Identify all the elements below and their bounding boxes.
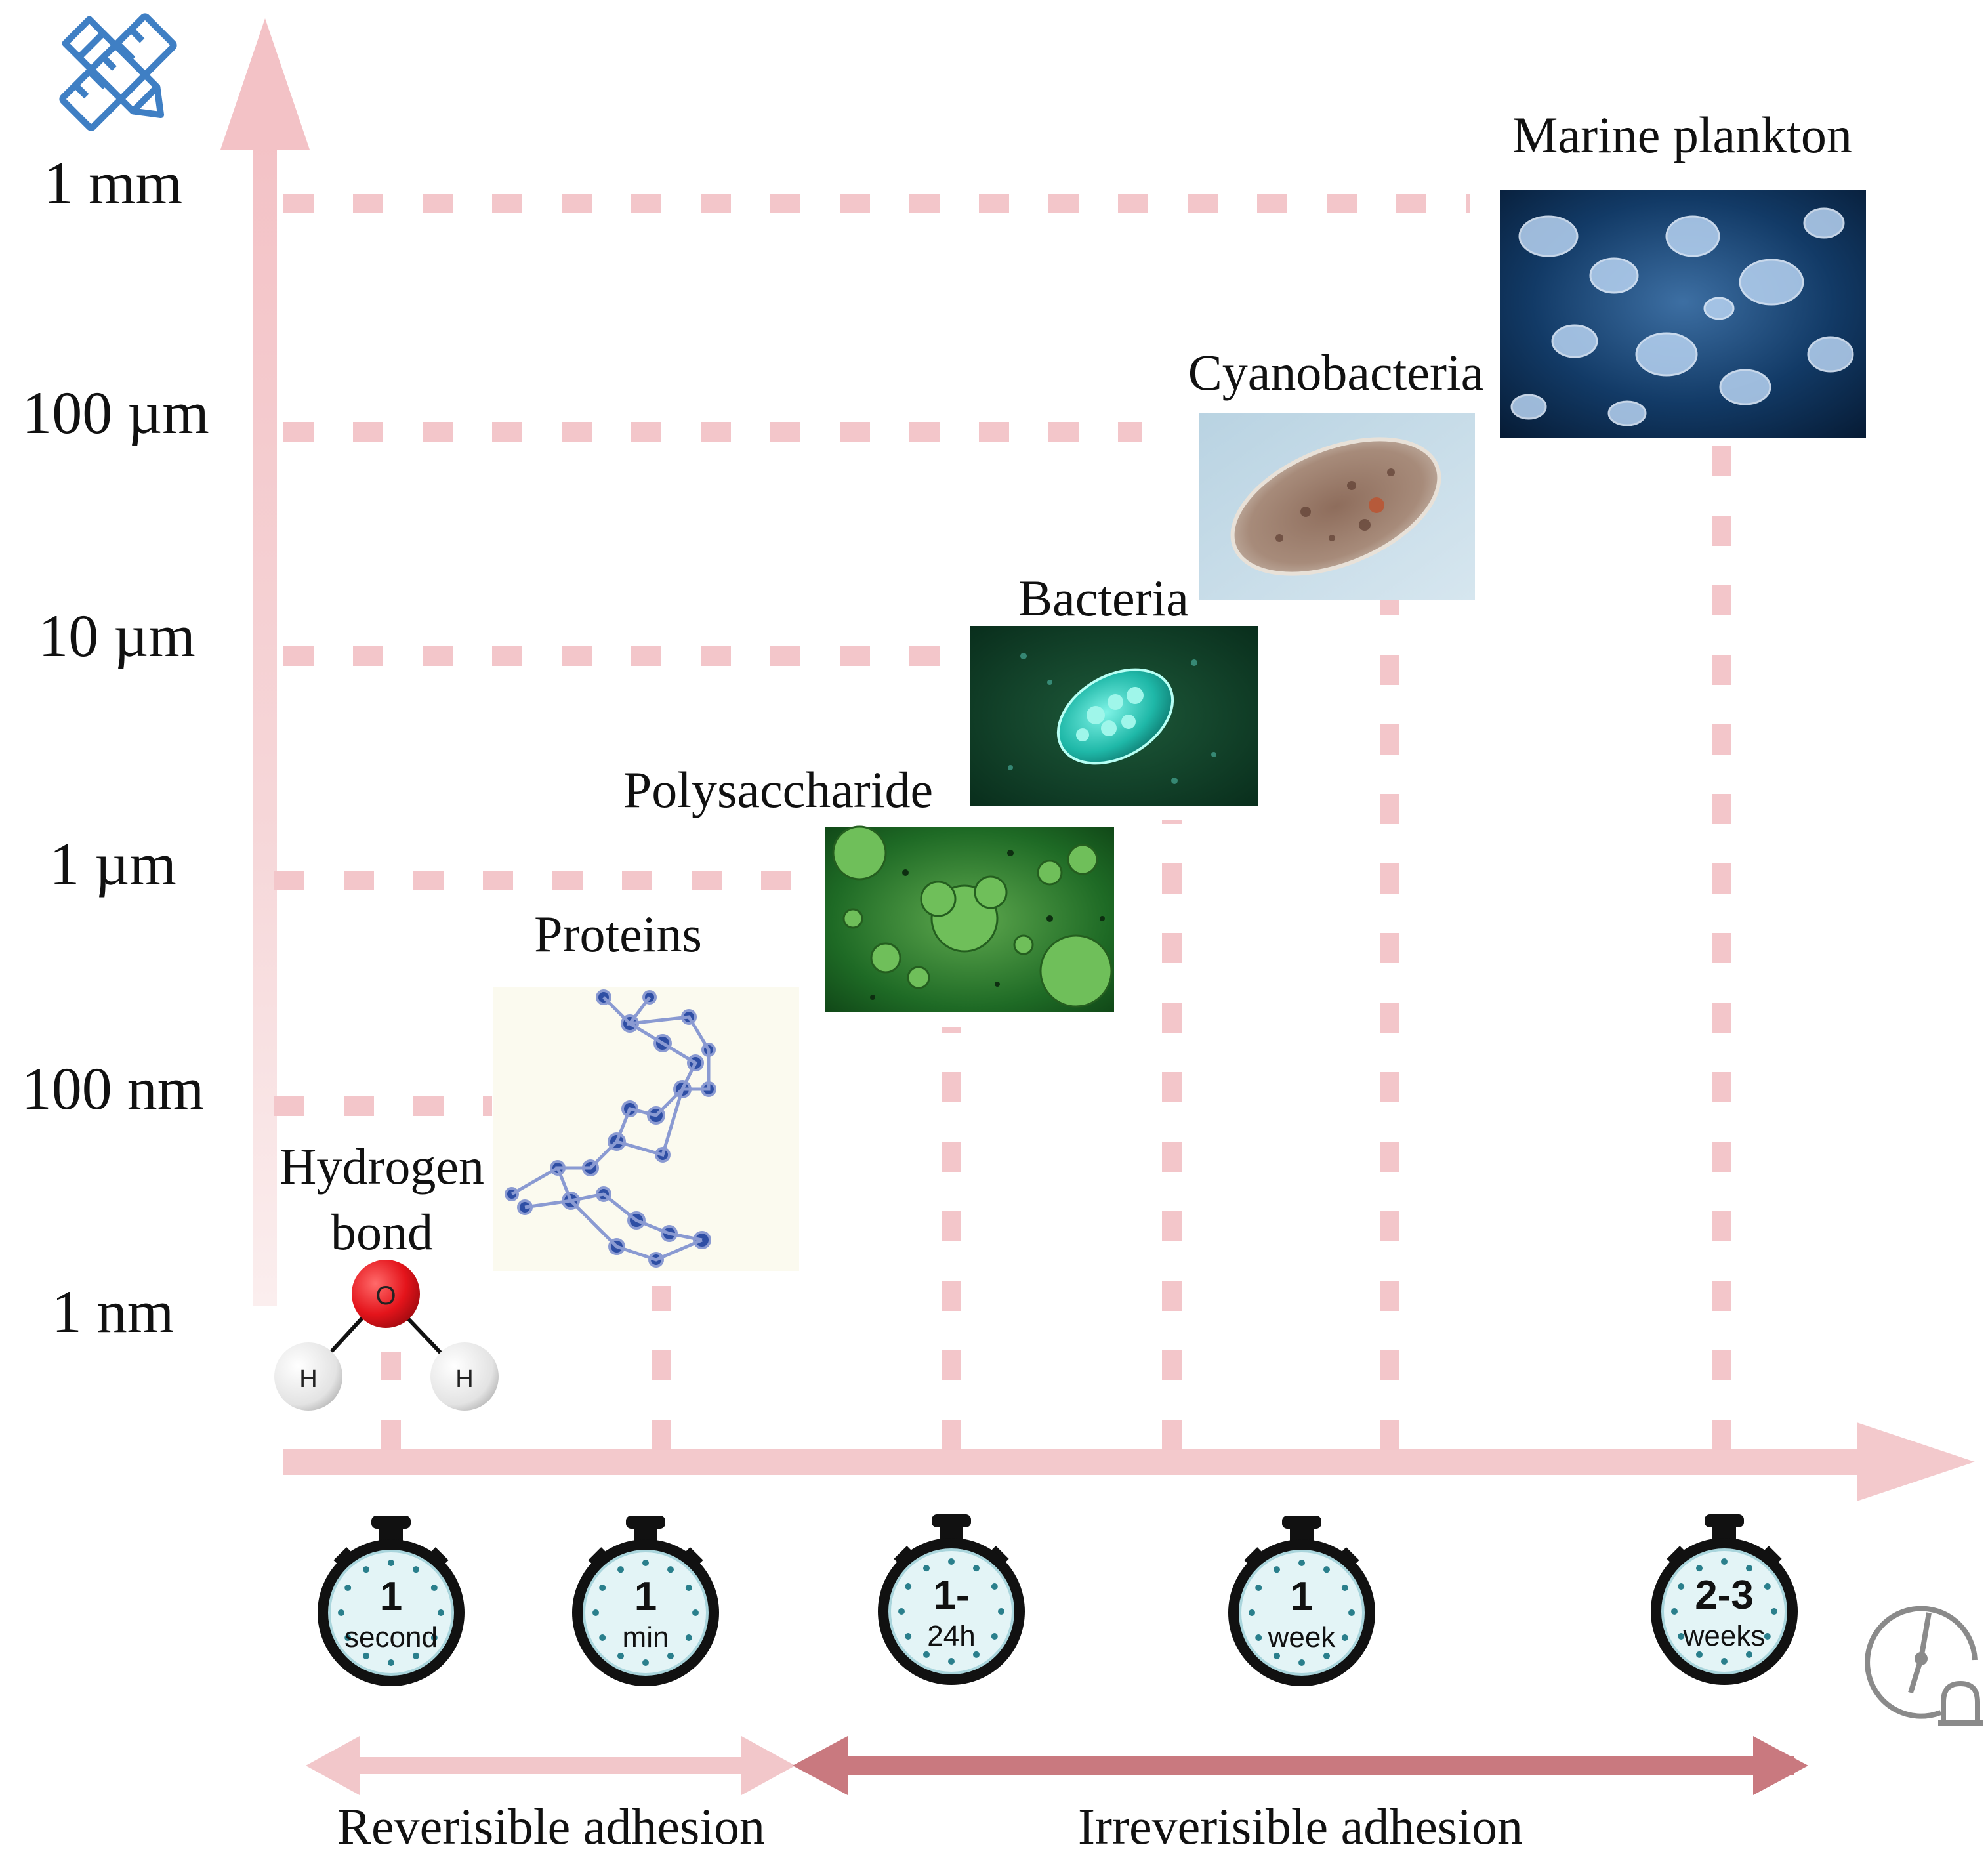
stopwatch-top-label: 1 — [634, 1574, 657, 1619]
stopwatch-bottom-label: weeks — [1683, 1620, 1766, 1652]
label-proteins: Proteins — [534, 905, 702, 963]
bacteria-image — [970, 626, 1258, 806]
stopwatch-bottom-label: min — [623, 1621, 669, 1653]
adhesion-labels: Reverisible adhesion Irreverisible adhes… — [337, 1798, 1523, 1855]
tick-10um: 10 µm — [38, 602, 196, 669]
hydrogen-atom-left — [274, 1342, 342, 1411]
stopwatch-bottom-label: 24h — [927, 1620, 975, 1652]
polysaccharide-image — [825, 825, 1114, 1012]
stopwatch-top-label: 1 — [1291, 1574, 1313, 1619]
tick-100um: 100 µm — [22, 379, 209, 446]
hydrogen-atom-right — [430, 1342, 499, 1411]
label-marine-plankton: Marine plankton — [1512, 106, 1852, 163]
stopwatch-icon: 1-24h — [878, 1514, 1025, 1685]
label-irreversible-adhesion: Irreverisible adhesion — [1078, 1798, 1523, 1855]
size-tick-labels: 1 nm 100 nm 1 µm 10 µm 100 µm 1 mm — [22, 150, 209, 1345]
water-molecule: O H H — [274, 1260, 499, 1411]
marine-plankton-image — [1500, 190, 1866, 438]
stopwatch-top-label: 1 — [380, 1574, 402, 1619]
guide-lines — [274, 194, 1731, 1450]
oxygen-atom — [352, 1260, 420, 1328]
stopwatch-top-label: 2-3 — [1695, 1573, 1754, 1618]
label-cyanobacteria: Cyanobacteria — [1188, 344, 1483, 401]
stopwatch-bottom-label: second — [344, 1621, 438, 1653]
label-hydrogen-bond-line1: Hydrogen — [280, 1138, 484, 1195]
size-axis — [220, 18, 310, 1306]
cyanobacteria-image — [1199, 413, 1475, 600]
tick-1um: 1 µm — [49, 831, 176, 898]
protein-image — [493, 987, 799, 1271]
ruler-pencil-icon — [59, 13, 177, 131]
organism-labels: Hydrogen bond Proteins Polysaccharide Ba… — [280, 106, 1852, 1260]
label-bacteria: Bacteria — [1018, 570, 1189, 627]
oxygen-label: O — [375, 1281, 396, 1310]
stopwatch-bottom-label: week — [1268, 1621, 1336, 1653]
label-polysaccharide: Polysaccharide — [623, 761, 933, 818]
clock-bell-icon — [1865, 1606, 1983, 1726]
time-axis — [283, 1422, 1975, 1501]
tick-1nm: 1 nm — [52, 1278, 175, 1345]
label-reversible-adhesion: Reverisible adhesion — [337, 1798, 765, 1855]
stopwatch-top-label: 1- — [933, 1573, 969, 1618]
tick-100nm: 100 nm — [22, 1055, 205, 1122]
tick-1mm: 1 mm — [43, 150, 182, 217]
adhesion-arrows — [306, 1736, 1808, 1795]
label-hydrogen-bond-line2: bond — [331, 1203, 433, 1260]
hydrogen-label-right: H — [455, 1365, 473, 1393]
hydrogen-label-left: H — [299, 1365, 317, 1393]
